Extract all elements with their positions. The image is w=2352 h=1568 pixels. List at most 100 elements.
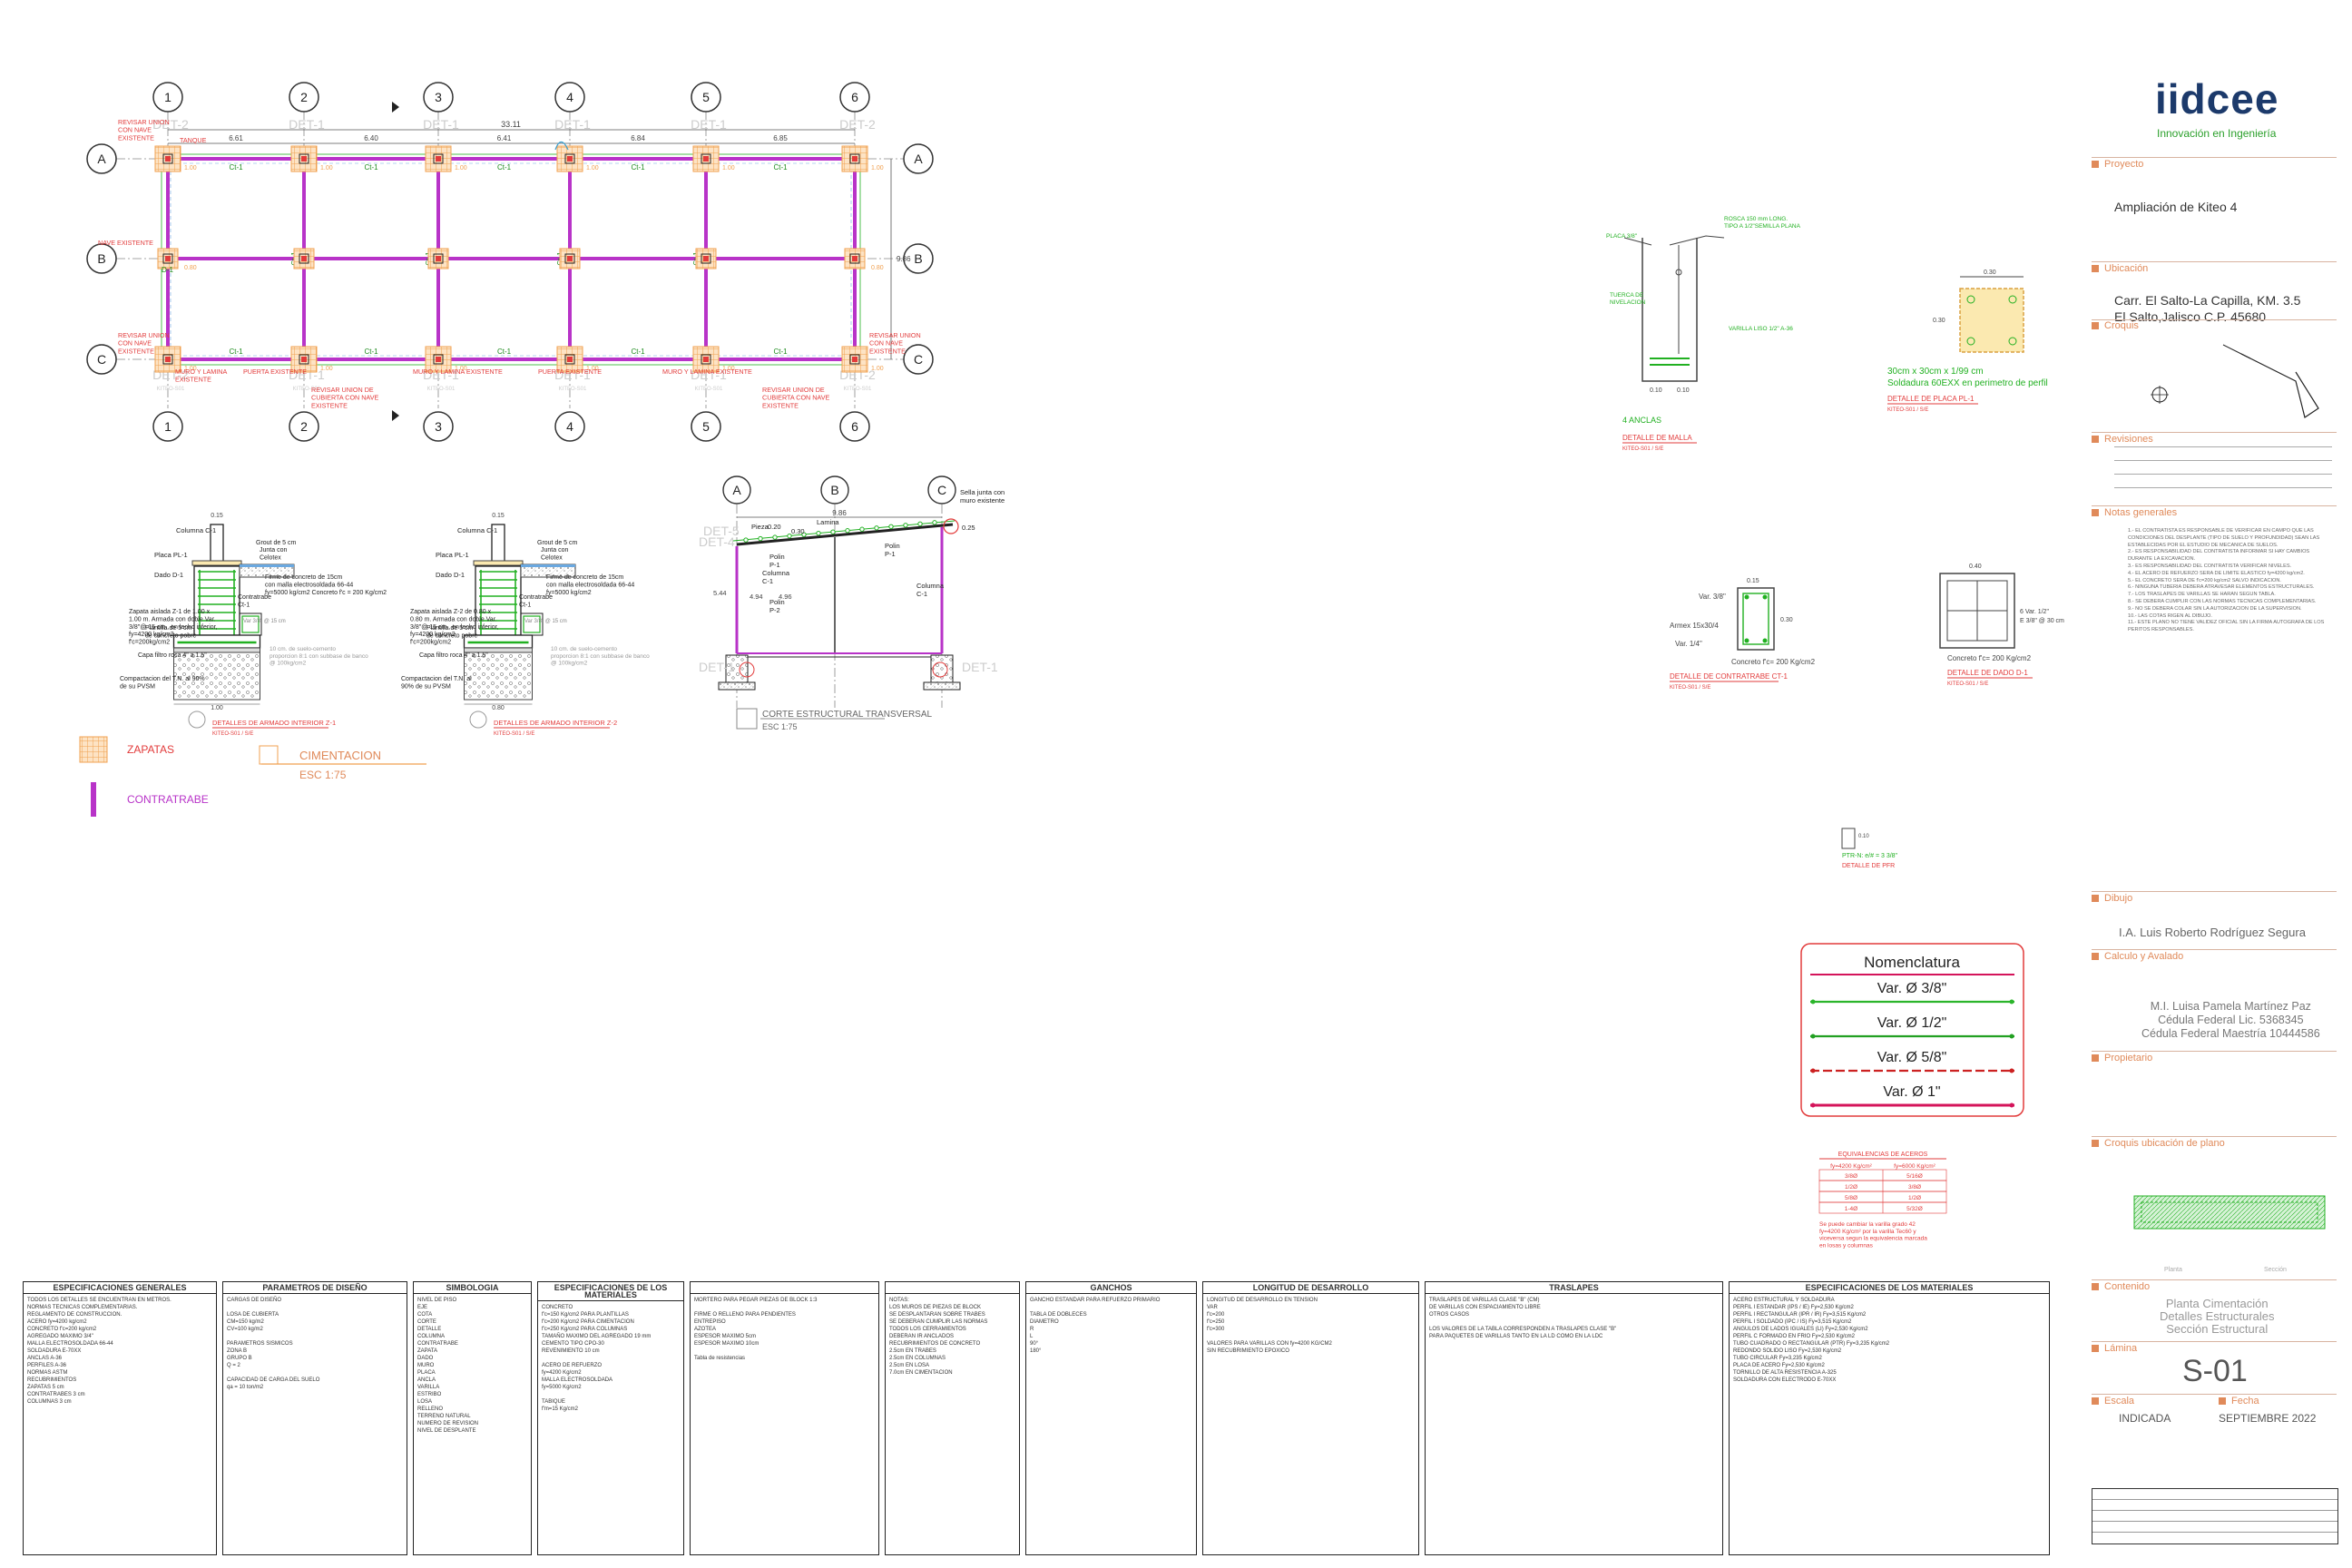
note-puerta-1: PUERTA EXISTENTE bbox=[243, 368, 307, 376]
contratrabe-legend-swatch bbox=[91, 782, 96, 817]
det-label-top: DET-1 bbox=[691, 117, 727, 132]
ct-concreto: Concreto f'c= 200 Kg/cm2 bbox=[1731, 658, 1816, 666]
axis-label-3: 3 bbox=[435, 419, 442, 434]
section-callout bbox=[932, 662, 948, 678]
ct-sub: KITEO-S01 / S/E bbox=[1670, 685, 1710, 691]
lamina-number: S-01 bbox=[2182, 1354, 2248, 1388]
dado bbox=[849, 153, 860, 164]
legend-zapatas: ZAPATAS bbox=[127, 743, 174, 756]
planta-label: Planta bbox=[2164, 1267, 2182, 1273]
dado-title: DETALLE DE DADO D-1 bbox=[1947, 669, 2028, 677]
column bbox=[567, 256, 573, 261]
axis-label-5: 5 bbox=[702, 90, 710, 104]
revisiones-heading: Revisiones bbox=[2092, 434, 2153, 445]
axis-label-6: 6 bbox=[851, 90, 858, 104]
detail-bubble bbox=[188, 710, 206, 729]
dado bbox=[162, 253, 173, 264]
spec-title: GANCHOS bbox=[1026, 1282, 1196, 1294]
axis-bubble bbox=[152, 82, 183, 113]
dado bbox=[299, 253, 309, 264]
ct-var1: Var. 3/8" bbox=[1699, 593, 1726, 601]
section-footing-base bbox=[923, 681, 961, 691]
dado-concreto: Concreto f'c= 200 Kg/cm2 bbox=[1947, 654, 2032, 662]
axis-label-6: 6 bbox=[851, 419, 858, 434]
eq-cell: 1/2Ø bbox=[1908, 1195, 1921, 1201]
ct-label: Ct-1 bbox=[229, 348, 243, 356]
section-title-symbol bbox=[736, 708, 758, 730]
revisiones-table bbox=[2114, 446, 2332, 502]
section-val: 0.30 bbox=[791, 527, 805, 535]
section-callout bbox=[739, 662, 755, 678]
escala-heading: Escala bbox=[2092, 1396, 2134, 1406]
spec-body: NIVEL DE PISO EJE COTA CORTE DETALLE COL… bbox=[417, 1298, 479, 1434]
column bbox=[852, 156, 858, 162]
eq-cell: 1/2Ø bbox=[1845, 1184, 1857, 1191]
column bbox=[436, 156, 441, 162]
nomenclatura-dot bbox=[2009, 1034, 2014, 1039]
axis-bubble bbox=[839, 411, 870, 442]
zapata-dim: 1.00 bbox=[320, 165, 333, 172]
label-dado: Dado D-1 bbox=[436, 571, 465, 579]
det-label-top: DET-1 bbox=[289, 117, 325, 132]
det-label-top: DET-2 bbox=[839, 117, 876, 132]
calculo-text: M.I. Luisa Pamela Martínez Paz Cédula Fe… bbox=[2141, 1000, 2320, 1040]
dado-d1 bbox=[475, 565, 522, 636]
axis-label-2: 2 bbox=[300, 419, 308, 434]
contratrabe bbox=[520, 612, 544, 636]
section-det: DET-1 bbox=[699, 660, 735, 674]
zapata-dim: 1.00 bbox=[586, 366, 599, 372]
section-axis-bubble bbox=[927, 475, 956, 505]
spec-body: MORTERO PARA PEGAR PIEZAS DE BLOCK 1:3 F… bbox=[694, 1298, 818, 1361]
ct-label: Ct-1 bbox=[364, 348, 378, 356]
plan-legend: ZAPATAS CONTRATRABE CIMENTACION ESC 1:75 bbox=[79, 736, 426, 817]
placa-title: DETALLE DE PLACA PL-1 bbox=[1887, 395, 1975, 403]
column bbox=[436, 357, 441, 362]
cimentacion-symbol bbox=[259, 745, 279, 765]
polin bbox=[874, 525, 879, 531]
nomenclatura-item: Var. Ø 3/8" bbox=[1877, 981, 1947, 996]
axis-label-4: 4 bbox=[566, 419, 573, 434]
label-grout: Grout de 5 cm bbox=[537, 540, 578, 546]
section-title: CORTE ESTRUCTURAL TRANSVERSAL bbox=[762, 710, 933, 720]
equivalencias-title: EQUIVALENCIAS DE ACEROS bbox=[1838, 1152, 1928, 1158]
dado bbox=[849, 354, 860, 365]
section-footing-base bbox=[718, 681, 756, 691]
sheet-info-table bbox=[2092, 1488, 2338, 1544]
proyecto-name: Ampliación de Kiteo 4 bbox=[2114, 200, 2238, 214]
nomenclatura-item: Var. Ø 1" bbox=[1883, 1084, 1940, 1100]
proyecto-heading: Proyecto bbox=[2092, 159, 2143, 170]
column bbox=[436, 256, 441, 261]
dado-d1 bbox=[193, 565, 240, 636]
dado-dim-top: 0.40 bbox=[1969, 564, 1982, 570]
fecha-heading: Fecha bbox=[2219, 1396, 2259, 1406]
capa-filtro bbox=[173, 652, 260, 701]
spec-table: NOTAS: LOS MUROS DE PIEZAS DE BLOCK SE D… bbox=[885, 1281, 1020, 1555]
dim-total: 33.11 bbox=[501, 120, 521, 129]
det-sub: KITEO-S01 bbox=[427, 387, 456, 392]
section-label-pieza: Pieza bbox=[751, 523, 769, 531]
zapata-dim: 1.00 bbox=[211, 705, 223, 711]
placa bbox=[191, 560, 242, 566]
axis-bubble bbox=[86, 243, 117, 274]
nomenclatura-title: Nomenclatura bbox=[1864, 954, 1960, 971]
zapata-dim: 1.00 bbox=[871, 165, 884, 172]
placa-sub: KITEO-S01 / S/E bbox=[1887, 407, 1928, 413]
axis-bubble bbox=[86, 344, 117, 375]
spec-body: TRASLAPES DE VARILLAS CLASE "B" (CM) DE … bbox=[1429, 1298, 1617, 1339]
placa-text2: Soldadura 60EXX en perimetro de perfil bbox=[1887, 378, 2048, 388]
label-compactacion: Compactacion del T.N. al 90%de su PVSM bbox=[120, 676, 205, 690]
zapata-dim: 0.80 bbox=[871, 265, 884, 271]
dado bbox=[701, 153, 711, 164]
malla-anclas: 4 ANCLAS bbox=[1622, 416, 1661, 425]
contratrabe-bars bbox=[523, 615, 541, 633]
